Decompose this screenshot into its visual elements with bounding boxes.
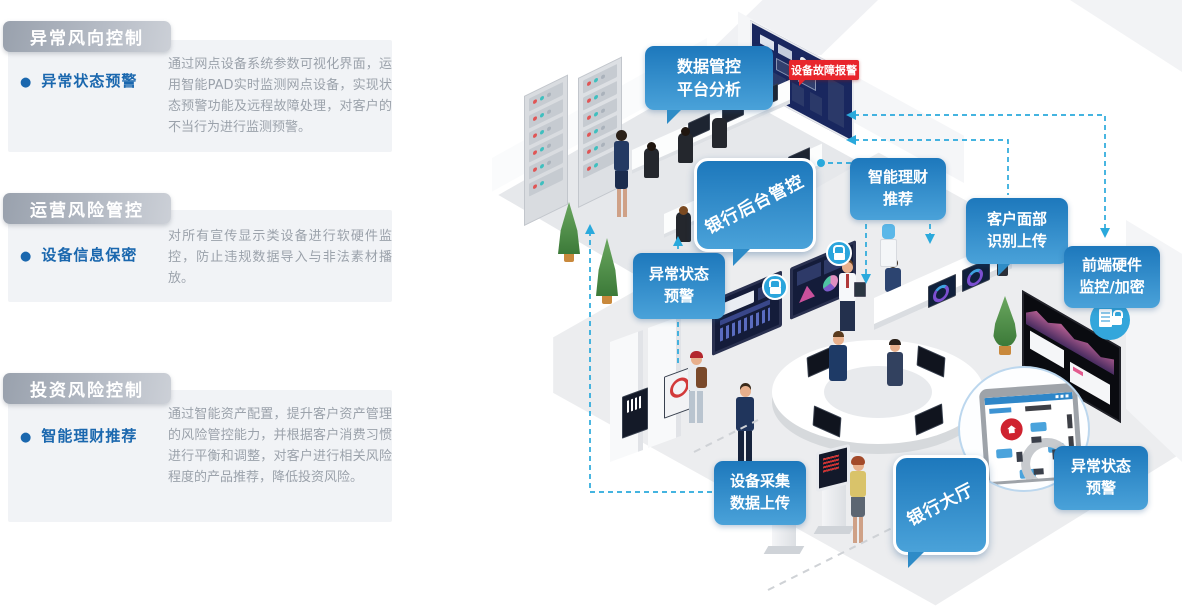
pad-tab xyxy=(1025,404,1052,412)
person-head xyxy=(647,142,656,151)
callout-data-platform: 数据管控 平台分析 xyxy=(645,46,773,124)
section-description: 通过智能资产配置，提升客户资产管理的风险管控能力，并根据客户消费习惯进行平衡和调… xyxy=(168,407,392,485)
section-bullet-item: ●异常状态预警 xyxy=(20,72,138,90)
section-title: 投资风险控制 xyxy=(3,373,171,404)
pad-tab xyxy=(989,407,1012,414)
section-panel xyxy=(8,40,392,152)
bubble-tail xyxy=(998,264,1010,276)
padlock-icon xyxy=(762,274,788,300)
padlock-icon xyxy=(826,240,852,266)
water-cooler xyxy=(880,224,897,267)
connector-dot xyxy=(817,159,825,167)
office-chair xyxy=(676,212,691,242)
office-chair xyxy=(712,118,727,148)
floor-mark xyxy=(767,523,901,591)
callout-smart-wealth: 智能理财 推荐 xyxy=(850,158,946,220)
person-head xyxy=(681,127,690,136)
callout-device-collect: 设备采集 数据上传 xyxy=(714,461,806,525)
bubble-tail xyxy=(667,110,681,124)
kiosk-body xyxy=(822,484,846,526)
arrow-down-icon xyxy=(861,274,871,284)
bubble-tail xyxy=(799,80,805,86)
plant xyxy=(596,238,618,304)
section-description: 通过网点设备系统参数可视化界面，运用智能PAD实时监测网点设备，实现状态预警功能… xyxy=(168,57,392,135)
connector-face-upload xyxy=(854,139,1009,195)
callout-frontend-hw: 前端硬件 监控/加密 xyxy=(1064,246,1160,308)
map-label xyxy=(1030,421,1047,433)
arrow-left-icon xyxy=(846,135,856,145)
callout-bank-backoffice: 银行后台管控 xyxy=(694,158,816,266)
plant xyxy=(992,296,1018,355)
map-label xyxy=(995,448,1013,459)
map-wall xyxy=(1066,414,1073,429)
ring-notch xyxy=(1033,468,1044,475)
arrow-down-icon xyxy=(925,234,935,244)
bullet-dot-icon: ● xyxy=(20,75,33,90)
callout-abnormal-status-right: 异常状态 预警 xyxy=(1054,446,1148,510)
section-bullet-item: ●智能理财推荐 xyxy=(20,427,138,445)
section-title: 异常风向控制 xyxy=(3,21,171,52)
ring-notch xyxy=(1031,436,1042,443)
document-glyph xyxy=(1099,309,1112,327)
section-panel xyxy=(8,210,392,302)
callout-bank-hall: 银行大厅 xyxy=(893,455,989,568)
person-head xyxy=(679,206,688,215)
bullet-dot-icon: ● xyxy=(20,430,33,445)
callout-device-fault-alarm: 设备故障报警 xyxy=(789,60,859,86)
bullet-dot-icon: ● xyxy=(20,249,33,264)
plant xyxy=(558,202,580,262)
lock-body-glyph xyxy=(1110,316,1122,325)
bubble-tail xyxy=(733,249,750,266)
person-staff-standing xyxy=(608,130,634,226)
section-bullet-item: ●设备信息保密 xyxy=(20,246,138,264)
callout-abnormal-status-left: 异常状态 预警 xyxy=(633,253,725,319)
callout-face-upload: 客户面部 识别上传 xyxy=(966,198,1068,276)
lock-shackle-glyph xyxy=(1113,310,1123,318)
connector-left-loop xyxy=(589,232,712,493)
section-description: 对所有宣传显示类设备进行软硬件监控，防止违规数据导入与非法素材播放。 xyxy=(168,229,392,286)
connector-top-right xyxy=(854,114,1106,230)
alert-house-icon xyxy=(999,417,1024,442)
arrow-down-icon xyxy=(1100,228,1110,238)
arrow-left-icon xyxy=(846,110,856,120)
ring-notch xyxy=(1016,451,1023,463)
office-chair xyxy=(678,133,693,163)
arrow-up-icon xyxy=(673,236,683,246)
arrow-up-icon xyxy=(585,224,595,234)
section-panel xyxy=(8,390,392,522)
office-chair xyxy=(644,148,659,178)
section-title: 运营风险管控 xyxy=(3,193,171,224)
bubble-tail xyxy=(908,552,924,568)
floor-mark xyxy=(693,419,759,453)
kiosk xyxy=(813,443,855,534)
